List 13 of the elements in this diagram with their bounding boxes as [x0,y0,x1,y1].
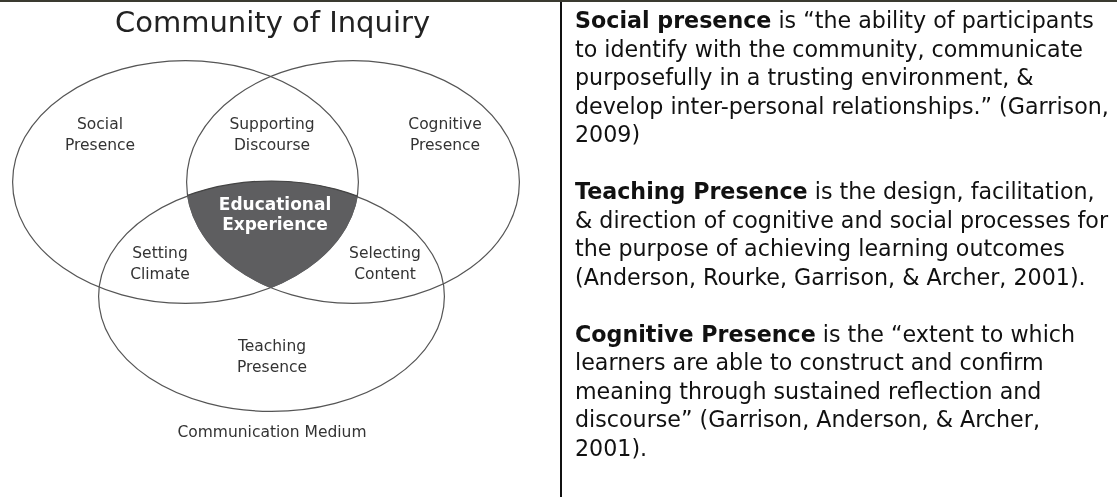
definition-paragraph: Social presence is “the ability of participants to identify with the community, communicate purposefully in a trusting environment, & develop inter-personal relationships.” (Garrison, 2009) [575,6,1110,149]
node-label: Cognitive Presence [407,114,483,156]
venn-ellipse [98,181,445,412]
diagram-title: Community of Inquiry [113,4,432,40]
region-label: Communication Medium [176,421,368,443]
region-label: Supporting Discourse [228,114,316,156]
definition-paragraph: Teaching Presence is the design, facilitation, & direction of cognitive and social processes for the purpose of achieving learning outcomes (Anderson, Rourke, Garrison, & Archer, 2001). [575,177,1109,291]
node-label: Teaching Presence [235,336,309,378]
node-label: Social Presence [63,114,137,156]
node-label: Educational Experience [217,194,333,234]
region-label: Selecting Content [348,243,422,285]
definition-paragraph: Cognitive Presence is the “extent to which learners are able to construct and confirm meaning through sustained reflection and discourse” (Garrison, Anderson, & Archer, 2001). [575,319,1077,462]
region-label: Setting Climate [129,243,191,285]
